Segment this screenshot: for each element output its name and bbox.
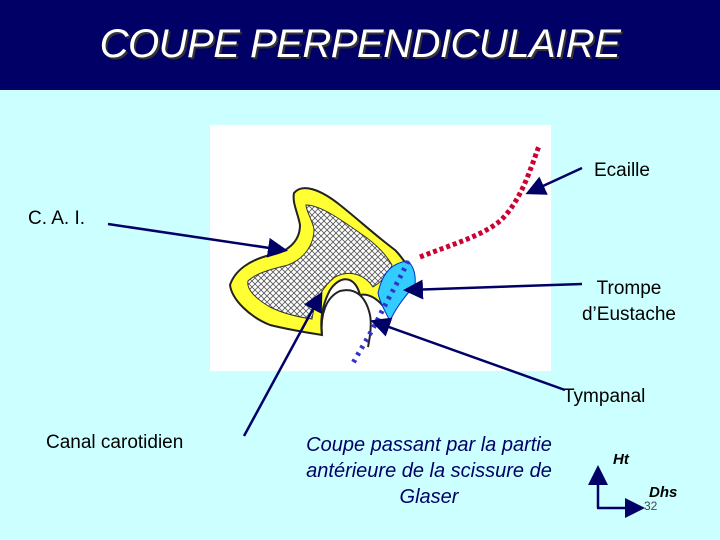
arrow-canal bbox=[242, 291, 323, 437]
ecaille-suture bbox=[419, 143, 543, 260]
label-cai: C. A. I. bbox=[28, 208, 86, 229]
label-trompe-eustache: Trompe d’Eustache bbox=[581, 278, 676, 325]
section-drawing bbox=[228, 143, 543, 367]
slide-number: 32 bbox=[644, 499, 658, 513]
title-bar bbox=[0, 0, 720, 90]
label-canal-carotidien: Canal carotidien bbox=[46, 432, 184, 453]
axis-label-ht: Ht bbox=[613, 451, 629, 468]
axis-label-dhs: Dhs bbox=[649, 484, 678, 501]
label-tympanal: Tympanal bbox=[563, 386, 646, 407]
arrow-cai bbox=[107, 222, 288, 258]
slide-title: COUPE PERPENDICULAIRE bbox=[99, 22, 621, 66]
arrow-ecaille bbox=[525, 166, 583, 195]
arrow-tympanal bbox=[370, 317, 566, 392]
arrow-trompe bbox=[403, 279, 583, 300]
label-ecaille: Ecaille bbox=[594, 160, 650, 181]
cai-spongy bbox=[247, 204, 393, 320]
figure-caption: Coupe passant par la partie antérieure d… bbox=[306, 434, 552, 508]
